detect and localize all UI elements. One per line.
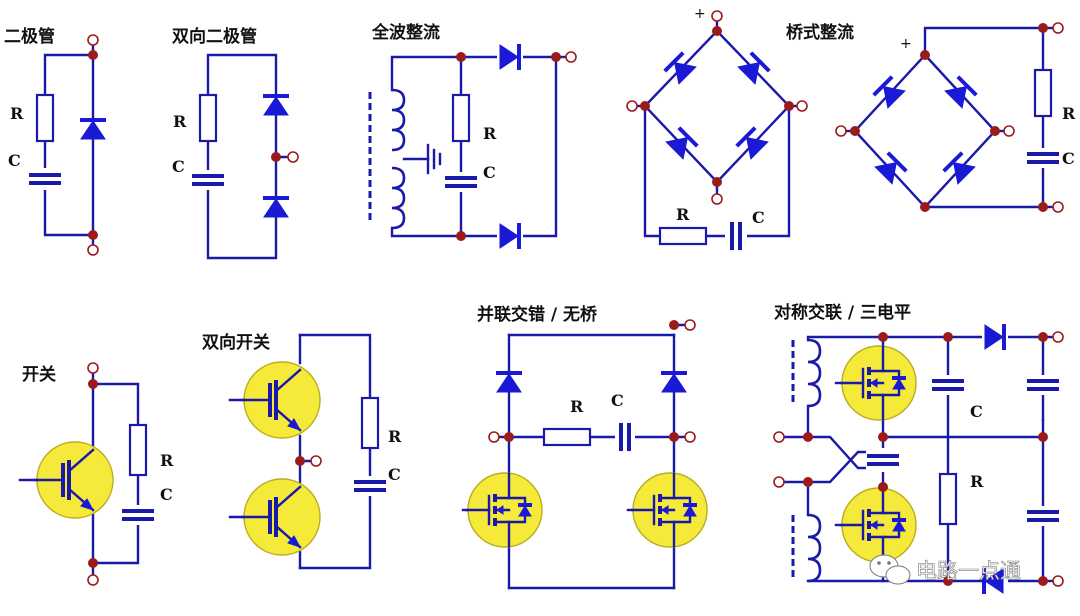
label-r: R — [1062, 104, 1076, 123]
label-r: R — [676, 205, 690, 224]
diode — [78, 118, 108, 141]
label-r: R — [570, 397, 584, 416]
wechat-icon — [869, 554, 911, 585]
label-c: C — [388, 465, 401, 484]
label-r: R — [160, 451, 174, 470]
title-symmetric: 对称交联 / 三电平 — [774, 302, 911, 323]
label-c: C — [611, 391, 624, 410]
circuit-switch: 开关 R C — [18, 362, 174, 586]
label-c: C — [752, 208, 765, 227]
label-c: C — [8, 151, 21, 170]
label-c: C — [1062, 149, 1075, 168]
watermark-text: 电路一点通 — [916, 559, 1021, 583]
title-diode: 二极管 — [4, 26, 55, 47]
title-switch: 开关 — [22, 364, 56, 385]
label-r: R — [173, 112, 187, 131]
label-c: C — [483, 163, 496, 182]
circuit-parallel-interleaved: 并联交错 / 无桥 R C — [461, 304, 709, 590]
label-c: C — [160, 485, 173, 504]
title-full-wave: 全波整流 — [371, 22, 440, 43]
igbt — [33, 440, 115, 520]
label-r: R — [970, 472, 984, 491]
circuit-bridge-rectifier-2: 桥式整流 + R C — [786, 22, 1076, 213]
label-r: R — [388, 427, 402, 446]
watermark: 电路一点通 — [869, 554, 1021, 585]
plus-sign: + — [900, 36, 912, 52]
circuit-diode: 二极管 R C — [4, 26, 108, 256]
label-c: C — [172, 157, 185, 176]
label-r: R — [10, 104, 24, 123]
terminal — [87, 34, 99, 46]
circuit-bidirectional-diode: 双向二极管 R C — [172, 26, 299, 260]
circuit-full-wave: 全波整流 R C — [368, 22, 577, 251]
terminal — [87, 244, 99, 256]
title-bidir-diode: 双向二极管 — [172, 26, 257, 47]
label-c: C — [970, 402, 983, 421]
circuit-bidirectional-switch: 双向开关 R C — [202, 332, 402, 570]
title-bridge: 桥式整流 — [786, 22, 854, 43]
label-r: R — [483, 124, 497, 143]
circuit-bridge-rectifier-1: + R C — [626, 6, 808, 252]
title-bidir-switch: 双向开关 — [202, 332, 270, 353]
title-parallel: 并联交错 / 无桥 — [477, 304, 598, 325]
plus-sign: + — [694, 6, 706, 22]
circuit-symmetric-cross: 对称交联 / 三电平 — [773, 302, 1064, 596]
resistor — [35, 93, 55, 143]
